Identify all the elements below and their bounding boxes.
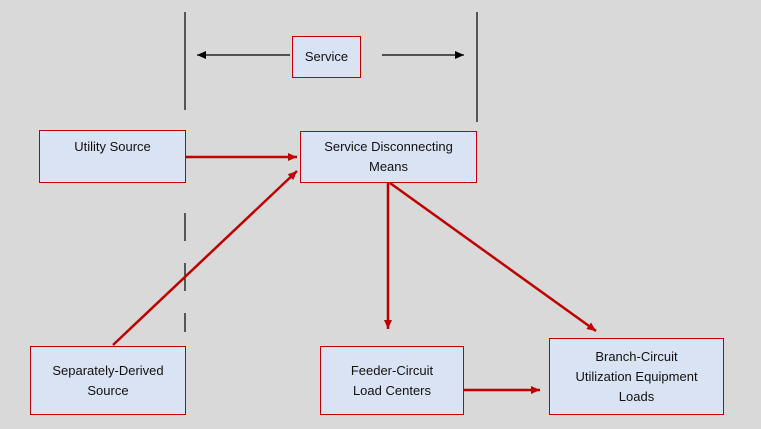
- node-service-disconnecting-label: Service Disconnecting Means: [324, 139, 453, 174]
- node-branch-circuit-label: Branch-Circuit Utilization Equipment Loa…: [575, 348, 698, 404]
- node-service-disconnecting-means: Service Disconnecting Means: [300, 131, 477, 183]
- node-service: Service: [292, 36, 361, 78]
- edge-disconnect-to-branch: [389, 181, 597, 333]
- node-service-label: Service: [304, 49, 349, 64]
- edge-separate-to-disconnect: [112, 170, 298, 346]
- node-separately-derived-label: Separately-Derived Source: [52, 362, 164, 398]
- node-utility-source-label: Utility Source: [74, 139, 151, 154]
- node-utility-source: Utility Source: [39, 130, 186, 183]
- node-separately-derived-source: Separately-Derived Source: [30, 346, 186, 415]
- node-branch-circuit: Branch-Circuit Utilization Equipment Loa…: [549, 338, 724, 415]
- node-feeder-circuit-label: Feeder-Circuit Load Centers: [350, 362, 434, 398]
- node-feeder-circuit: Feeder-Circuit Load Centers: [320, 346, 464, 415]
